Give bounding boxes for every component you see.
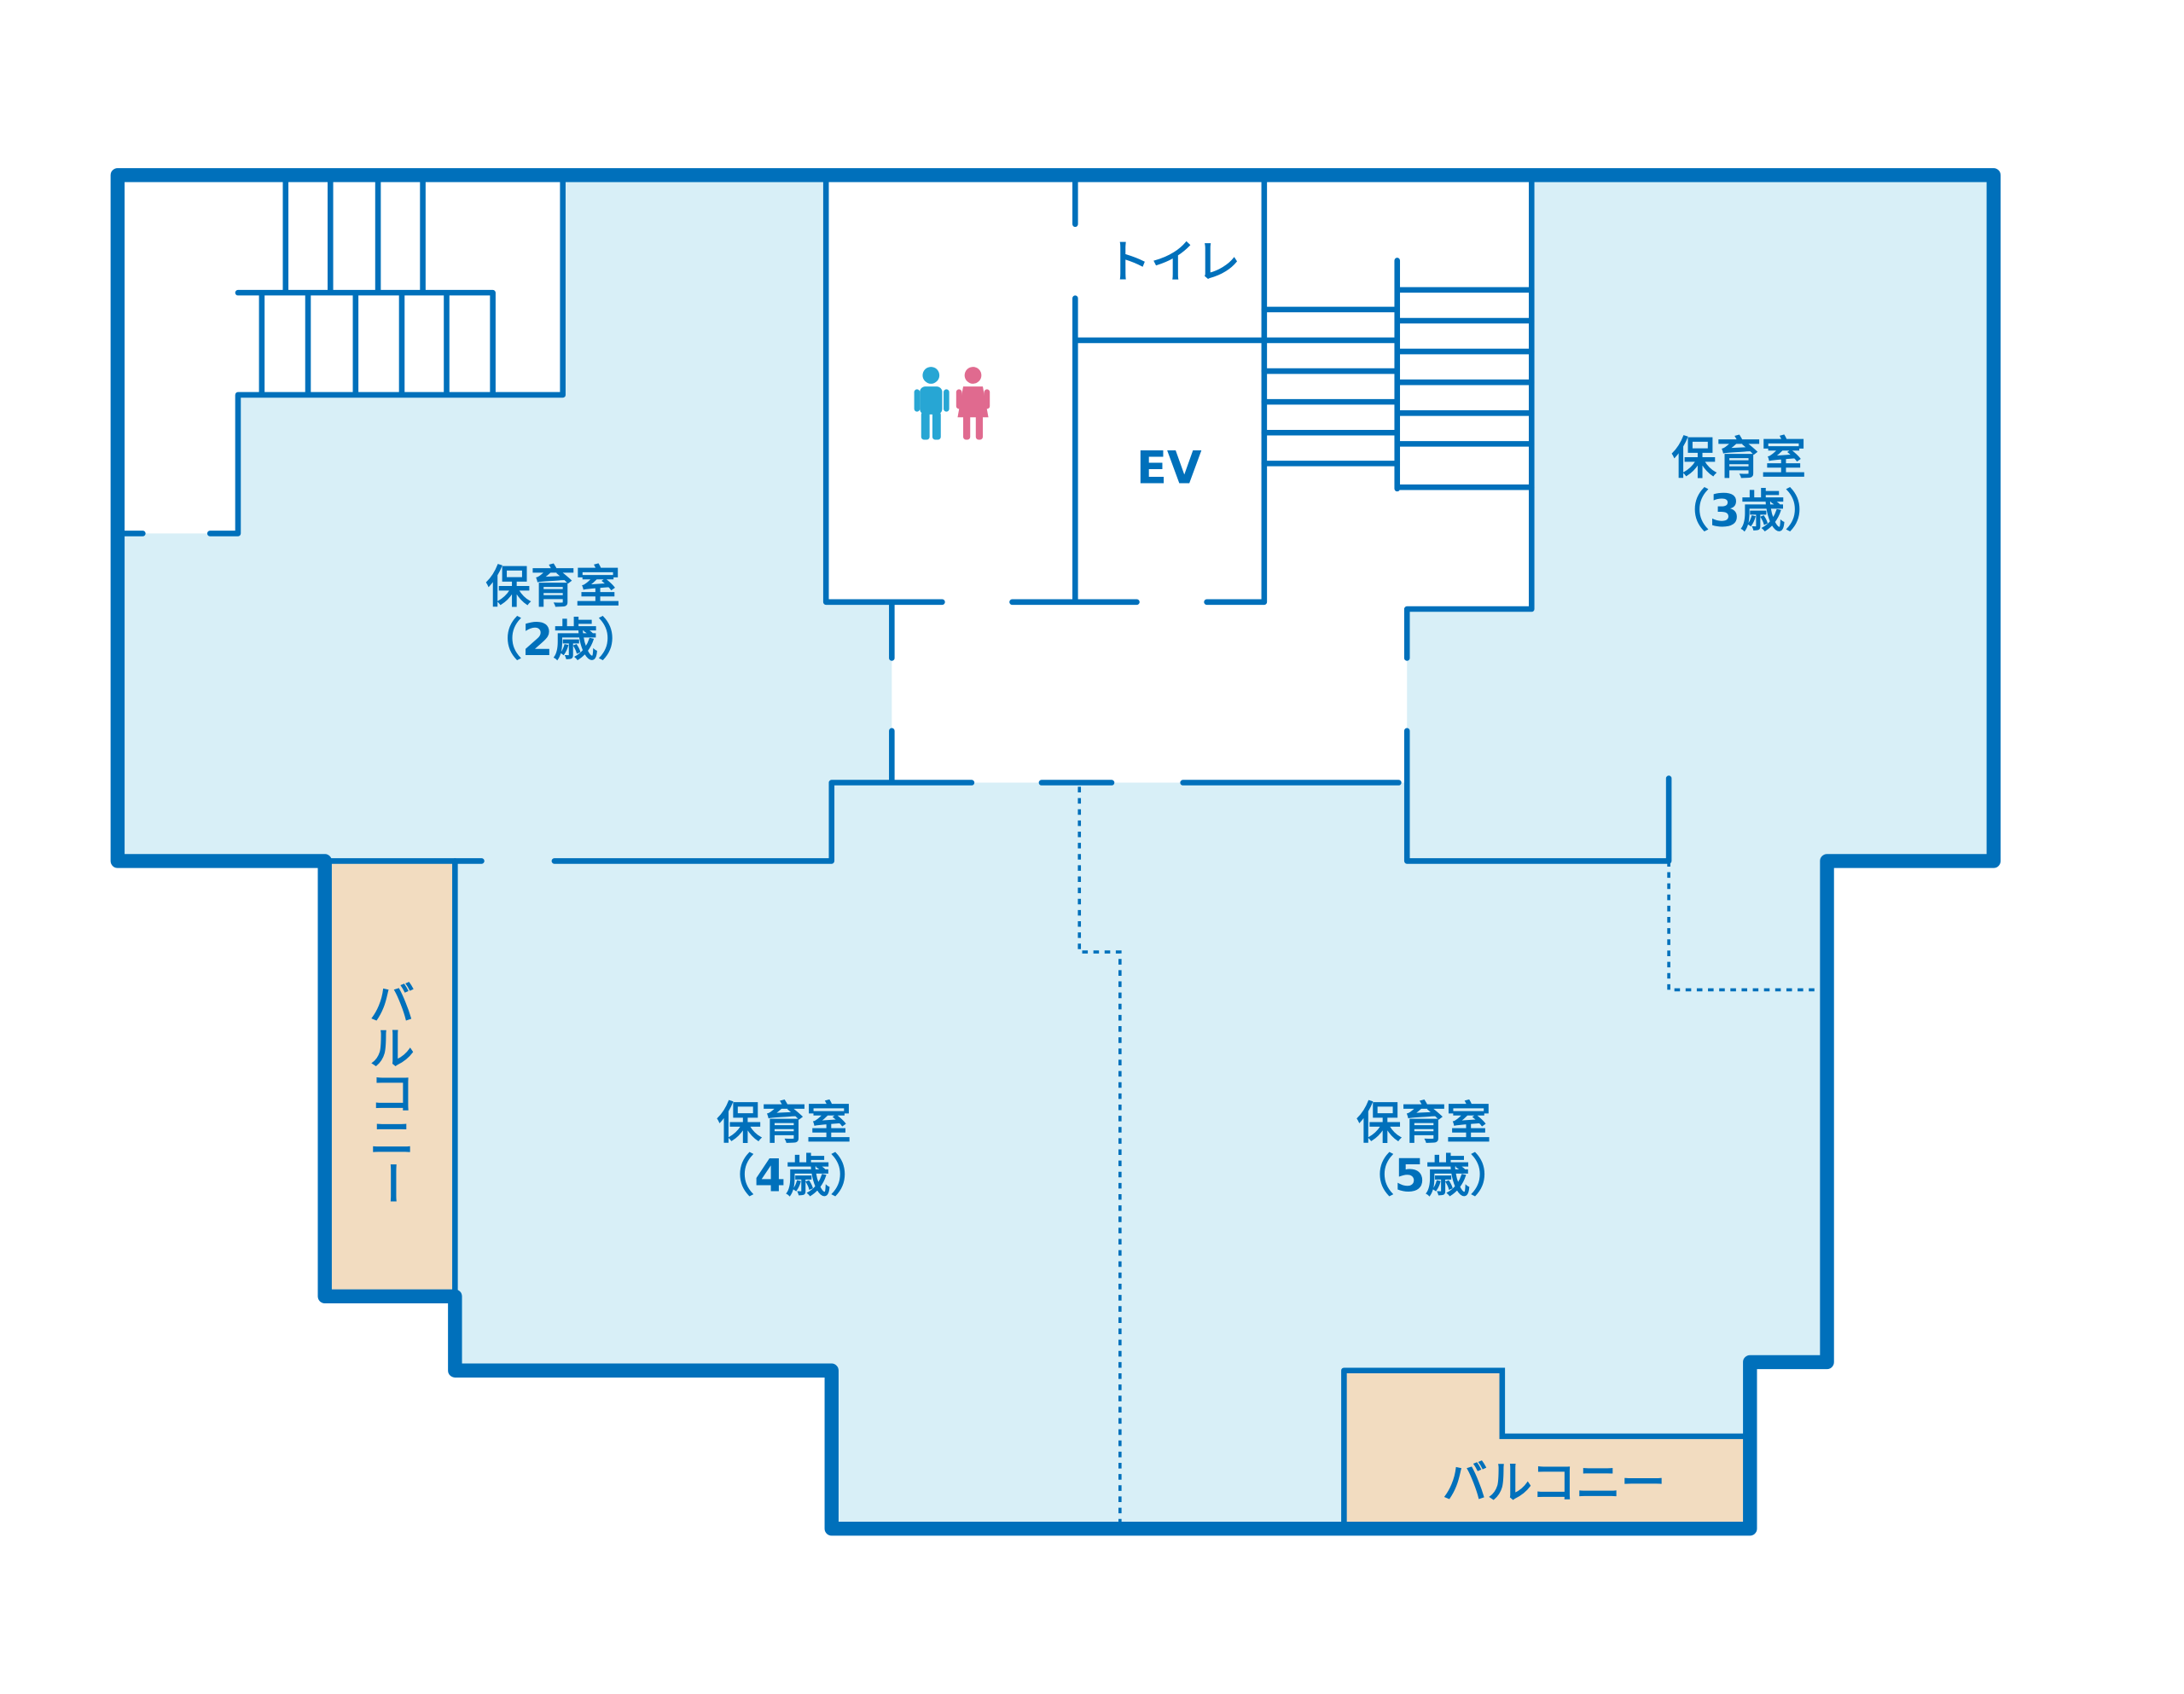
elevator-label: EV xyxy=(1136,442,1202,494)
stair-area-left xyxy=(117,175,563,534)
balcony-left-label: バ ル コ ニ ー xyxy=(365,978,417,1205)
balcony-bottom xyxy=(1344,1370,1751,1529)
balcony-bottom-label: バルコニー xyxy=(1443,1457,1665,1509)
outer-wall xyxy=(110,168,2001,1536)
room-4-age: （4歳） xyxy=(710,1151,875,1203)
male-restroom-icon xyxy=(914,367,950,440)
partition-dotted-lines xyxy=(1077,786,1821,1523)
room-2-name: 保育室 xyxy=(485,561,620,613)
room-5-name: 保育室 xyxy=(1356,1097,1491,1149)
room-3-name: 保育室 xyxy=(1671,432,1806,484)
svg-text:ー: ー xyxy=(365,1161,417,1206)
female-restroom-icon xyxy=(956,367,990,440)
svg-text:コ: コ xyxy=(369,1068,415,1120)
svg-text:ニ: ニ xyxy=(369,1112,415,1164)
room-2-age: （2歳） xyxy=(477,614,642,666)
svg-text:バ: バ xyxy=(369,978,415,1030)
room-3-age: （3歳） xyxy=(1664,485,1830,537)
room-4-name: 保育室 xyxy=(717,1097,851,1149)
core-area xyxy=(826,175,1532,783)
interior-walls xyxy=(114,172,1753,1532)
room-5-age: （5歳） xyxy=(1350,1151,1515,1203)
toilet-label: トイレ xyxy=(1106,236,1240,288)
balcony-left xyxy=(324,861,456,1297)
svg-text:ル: ル xyxy=(369,1023,415,1075)
